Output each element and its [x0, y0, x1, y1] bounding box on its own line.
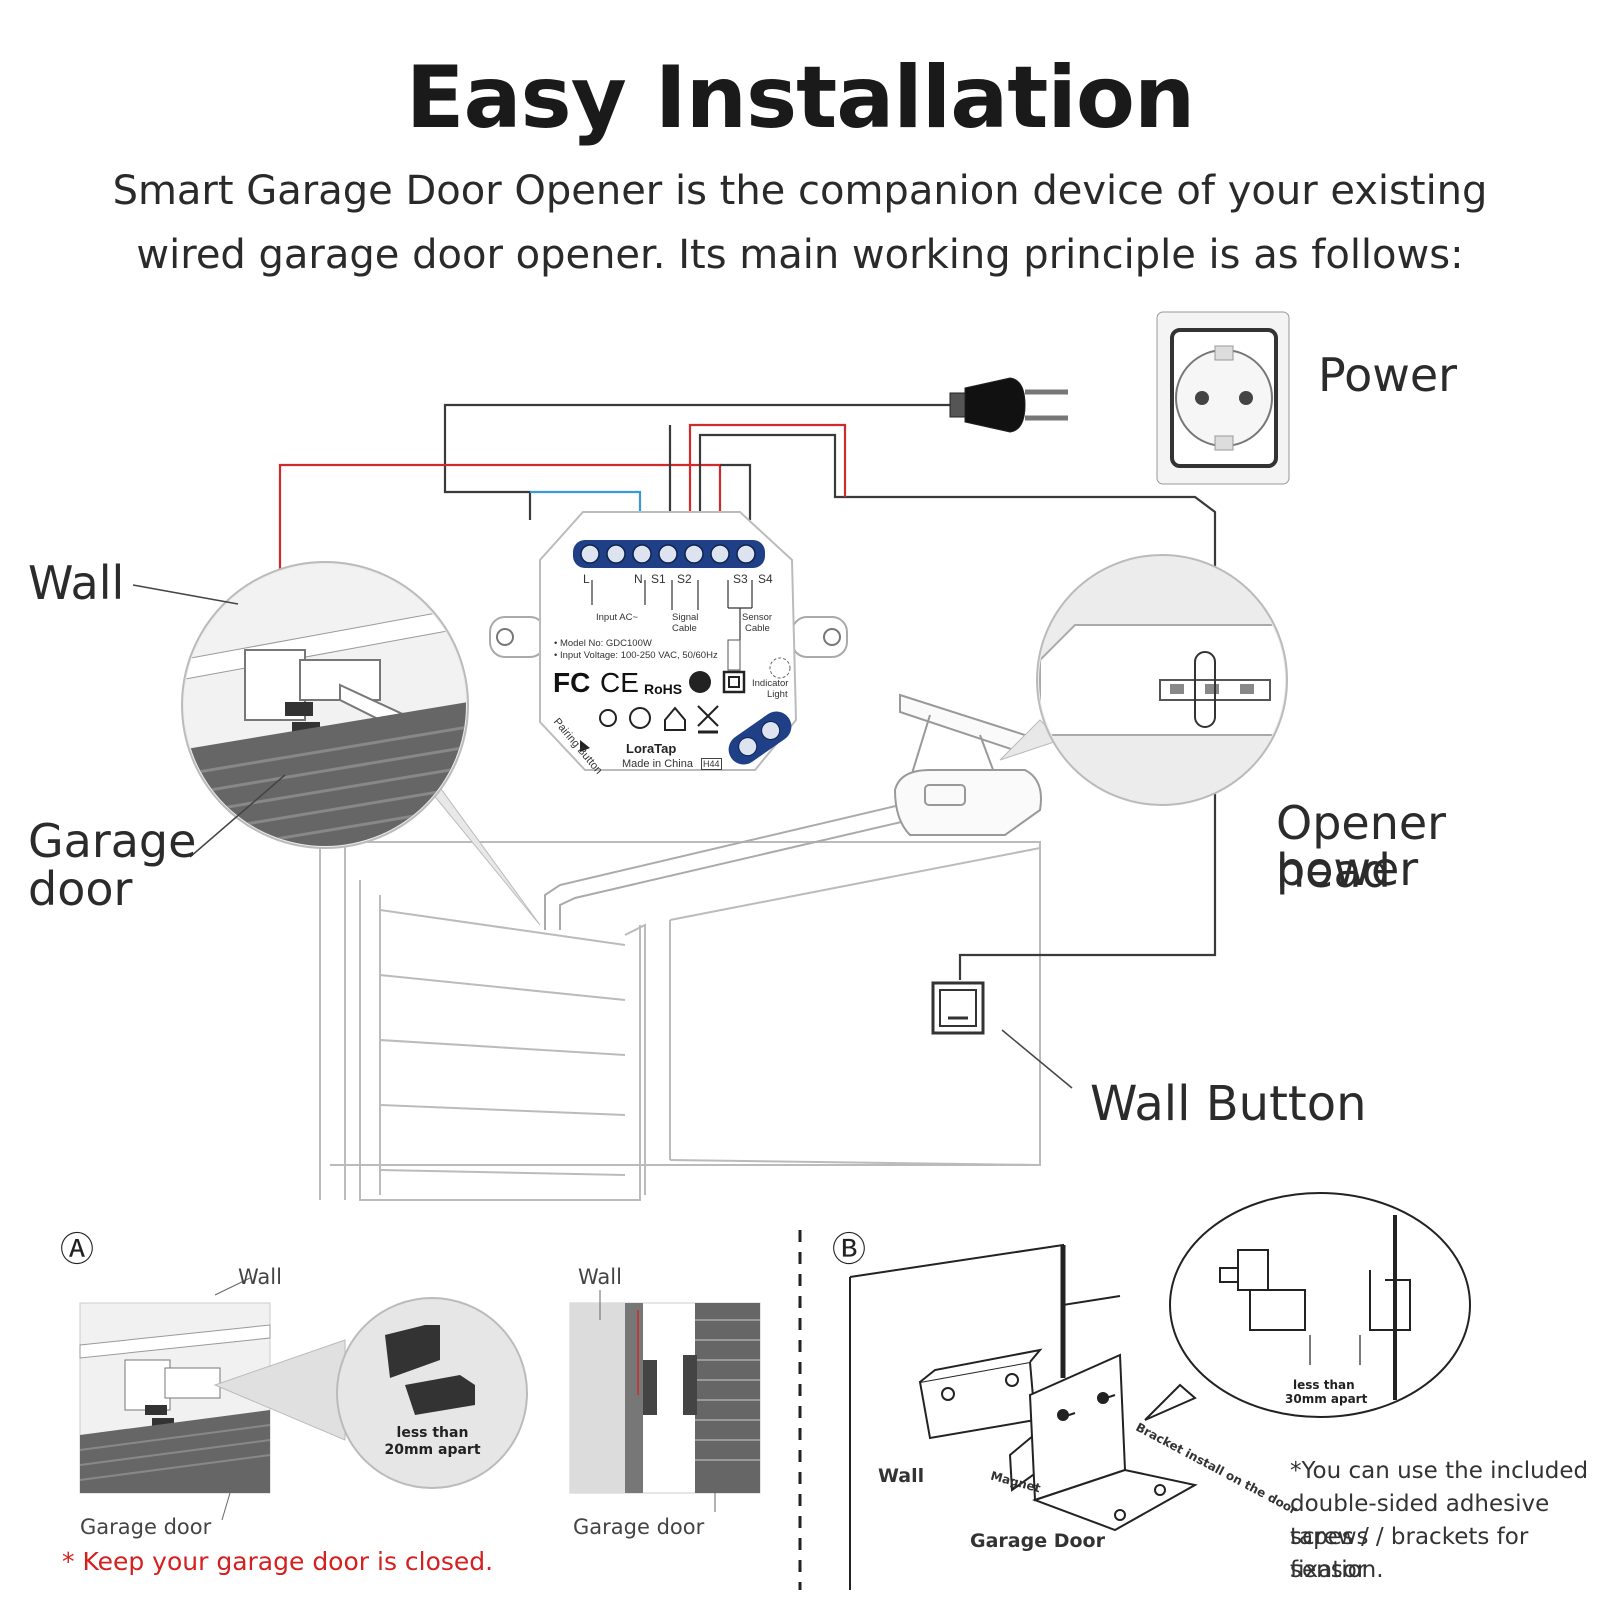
- section-a-garage-right: Garage door: [573, 1515, 705, 1539]
- intro-line-1: Smart Garage Door Opener is the companio…: [112, 168, 1488, 214]
- section-a-wall-right: Wall: [578, 1265, 622, 1289]
- section-a-graphic: [79, 1277, 761, 1521]
- garage-scene: [319, 804, 1041, 1201]
- h44-label: H44: [701, 758, 722, 770]
- section-b-garage-door: Garage Door: [970, 1530, 1105, 1552]
- indicator-label-2: Light: [767, 689, 788, 700]
- signal-cable-label-2: Cable: [672, 623, 697, 634]
- made-in-label: Made in China: [622, 758, 693, 770]
- garage-door-label-1: Garage: [28, 814, 197, 868]
- terminal-label-s4: S4: [758, 572, 773, 586]
- section-b-gap-2: 30mm apart: [1285, 1392, 1368, 1406]
- wall-label: Wall: [28, 556, 125, 610]
- closed-door-warning: * Keep your garage door is closed.: [62, 1547, 494, 1576]
- fixation-note-2: double-sided adhesive tapes /: [1290, 1491, 1550, 1550]
- terminal-label-s3: S3: [733, 572, 748, 586]
- garage-door-label-2: door: [28, 862, 133, 916]
- opener-unit: [893, 693, 1042, 836]
- signal-cable-label-1: Signal: [672, 612, 699, 623]
- terminal-label-n: N: [634, 572, 643, 586]
- sensor-cable-label-1: Sensor: [742, 612, 773, 623]
- ce-mark: CE: [600, 667, 639, 698]
- opener-label-1: Opener power: [1276, 796, 1447, 896]
- wall-sensor-zoom: [181, 561, 541, 926]
- terminal-label-s1: S1: [651, 572, 666, 586]
- power-label: Power: [1318, 348, 1458, 402]
- input-ac-label: Input AC~: [596, 612, 638, 623]
- fcc-mark: FC: [553, 667, 591, 698]
- power-plug: [949, 377, 1068, 433]
- rohs-mark: RoHS: [644, 681, 683, 697]
- power-socket: [1156, 311, 1290, 485]
- wall-button-device: [931, 981, 985, 1035]
- controller-module: [489, 511, 848, 771]
- section-a-marker: Ⓐ: [60, 1230, 94, 1270]
- wiring: [278, 403, 1217, 980]
- terminal-label-l: L: [583, 572, 590, 586]
- section-a-gap-1: less than: [396, 1425, 469, 1441]
- fixation-note-1: *You can use the included: [1290, 1458, 1589, 1484]
- input-voltage: • Input Voltage: 100-250 VAC, 50/60Hz: [554, 650, 718, 661]
- section-a-gap-2: 20mm apart: [384, 1442, 481, 1458]
- sensor-cable-label-2: Cable: [745, 623, 770, 634]
- section-b-marker: Ⓑ: [832, 1230, 866, 1270]
- page-title: Easy Installation: [405, 48, 1195, 148]
- section-a-wall-left: Wall: [238, 1265, 282, 1289]
- section-b-gap-1: less than: [1293, 1378, 1355, 1392]
- brand-label: LoraTap: [626, 741, 677, 756]
- section-b-wall: Wall: [878, 1465, 925, 1487]
- fixation-note-3: screws / brackets for sensor: [1290, 1524, 1529, 1583]
- opener-label-2: head: [1276, 844, 1391, 898]
- opener-zoom: [999, 554, 1288, 806]
- terminal-label-s2: S2: [677, 572, 692, 586]
- section-b-graphic: [849, 1192, 1471, 1590]
- fixation-note-4: fixation.: [1290, 1557, 1384, 1583]
- wall-button-label: Wall Button: [1090, 1076, 1367, 1132]
- intro-line-2: wired garage door opener. Its main worki…: [136, 232, 1464, 278]
- indicator-label-1: Indicator: [752, 678, 789, 689]
- model-number: • Model No: GDC100W: [554, 638, 652, 649]
- section-a-garage-left: Garage door: [80, 1515, 212, 1539]
